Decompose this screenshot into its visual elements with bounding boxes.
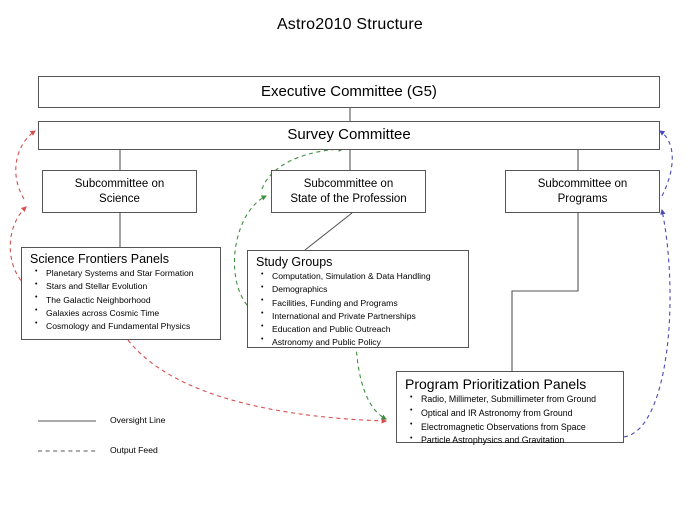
- subcommittee-science-line1: Subcommittee on: [74, 178, 165, 191]
- feed-study-to-panels: [355, 343, 387, 420]
- list-item: Radio, Millimeter, Submillimeter from Gr…: [410, 393, 619, 407]
- list-item: Cosmology and Fundamental Physics: [35, 319, 216, 333]
- science-frontiers-panels-list: Planetary Systems and Star FormationStar…: [22, 267, 220, 332]
- feed-programs-to-survey: [659, 130, 673, 197]
- oversight-programs-to-panels: [511, 213, 579, 371]
- list-item: Computation, Simulation & Data Handling: [261, 270, 464, 283]
- node-executive-committee[interactable]: Executive Committee (G5): [38, 76, 660, 108]
- list-item: Planetary Systems and Star Formation: [35, 267, 216, 280]
- node-subcommittee-profession-label: Subcommittee on State of the Profession: [290, 177, 406, 206]
- legend-oversight-label: Oversight Line: [110, 415, 166, 425]
- list-item: Demographics: [261, 283, 464, 296]
- legend-lines: [38, 420, 96, 452]
- list-item: Galaxies across Cosmic Time: [35, 306, 216, 320]
- subcommittee-profession-line1: Subcommittee on: [303, 178, 394, 191]
- list-item: International and Private Partnerships: [261, 309, 464, 323]
- node-subcommittee-programs[interactable]: Subcommittee on Programs: [505, 170, 660, 213]
- legend-output-label: Output Feed: [110, 445, 158, 455]
- node-subcommittee-programs-label: Subcommittee on Programs: [538, 177, 628, 206]
- list-item: Electromagnetic Observations from Space: [410, 420, 619, 435]
- node-executive-committee-label: Executive Committee (G5): [261, 82, 437, 100]
- list-item: Facilities, Funding and Programs: [261, 296, 464, 310]
- list-item: Stars and Stellar Evolution: [35, 280, 216, 293]
- subcommittee-programs-line1: Subcommittee on: [537, 178, 628, 191]
- node-subcommittee-state-of-profession[interactable]: Subcommittee on State of the Profession: [271, 170, 426, 213]
- node-subcommittee-science-label: Subcommittee on Science: [75, 177, 165, 206]
- subcommittee-science-line2: Science: [99, 192, 140, 205]
- feed-science-to-survey: [15, 130, 36, 200]
- subcommittee-programs-line2: Programs: [557, 192, 608, 205]
- list-item: Particle Astrophysics and Gravitation: [410, 434, 619, 448]
- node-survey-committee[interactable]: Survey Committee: [38, 121, 660, 150]
- page-title: Astro2010 Structure: [276, 16, 424, 33]
- study-groups-title: Study Groups: [256, 255, 333, 269]
- node-subcommittee-science[interactable]: Subcommittee on Science: [42, 170, 197, 213]
- subcommittee-profession-line2: State of the Profession: [290, 192, 407, 205]
- program-prioritization-panels-list: Radio, Millimeter, Submillimeter from Gr…: [397, 393, 623, 448]
- oversight-profession-to-study: [304, 212, 353, 251]
- node-science-frontiers-panels[interactable]: Science Frontiers Panels Planetary Syste…: [21, 247, 221, 340]
- node-program-prioritization-panels[interactable]: Program Prioritization Panels Radio, Mil…: [396, 371, 624, 445]
- node-study-groups[interactable]: Study Groups Computation, Simulation & D…: [247, 250, 469, 348]
- feed-panels-to-programs: [623, 208, 671, 438]
- node-survey-committee-label: Survey Committee: [287, 126, 411, 144]
- list-item: The Galactic Neighborhood: [35, 293, 216, 307]
- list-item: Astronomy and Public Policy: [261, 335, 464, 349]
- list-item: Optical and IR Astronomy from Ground: [410, 406, 619, 421]
- feed-frontiers-to-panels: [127, 339, 388, 424]
- list-item: Education and Public Outreach: [261, 322, 464, 336]
- program-prioritization-panels-title: Program Prioritization Panels: [405, 376, 587, 392]
- science-frontiers-panels-title: Science Frontiers Panels: [30, 252, 169, 266]
- study-groups-list: Computation, Simulation & Data HandlingD…: [248, 270, 468, 348]
